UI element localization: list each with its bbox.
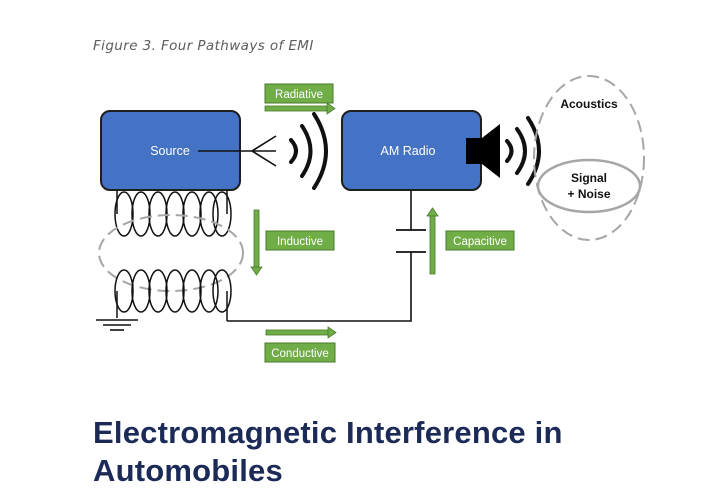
acoustics-label: Acoustics [560, 97, 618, 111]
conductive-label: Conductive [271, 348, 329, 360]
heading-line-2: Automobiles [93, 453, 283, 488]
inductive-arrow [250, 209, 263, 276]
capacitive-arrow [426, 207, 439, 275]
signal-noise-bubble: Signal + Noise [536, 158, 642, 214]
antenna-icon [198, 135, 277, 167]
source-label: Source [150, 144, 190, 158]
conductive-wire [227, 252, 412, 322]
radiative-tag: Radiative [264, 83, 334, 104]
noise-label: + Noise [567, 187, 610, 201]
conductive-arrow [265, 326, 337, 339]
source-box: Source [100, 110, 241, 191]
signal-label: Signal [571, 171, 607, 185]
inductive-label: Inductive [277, 236, 323, 248]
acoustics-bubble: Acoustics [533, 75, 645, 241]
conductive-tag: Conductive [264, 342, 336, 363]
capacitive-tag: Capacitive [445, 230, 515, 251]
emi-pathways-diagram: Source Radiative AM Radio Acous [96, 75, 645, 363]
radiative-arrow [264, 102, 336, 115]
ground-icon [96, 319, 138, 331]
radio-waves-icon [289, 112, 328, 190]
am-radio-box: AM Radio [341, 110, 482, 191]
radiative-label: Radiative [275, 89, 323, 101]
sound-waves-icon [505, 116, 541, 186]
magnetic-coupling-region [98, 214, 244, 292]
section-heading: Electromagnetic Interference in Automobi… [93, 414, 563, 490]
speaker-icon [466, 124, 500, 178]
inductive-tag: Inductive [265, 230, 335, 251]
figure-caption: Figure 3. Four Pathways of EMI [93, 38, 314, 54]
lower-coil-icon [114, 269, 232, 321]
heading-line-1: Electromagnetic Interference in [93, 415, 563, 450]
am-radio-label: AM Radio [381, 144, 436, 158]
capacitor-icon [396, 229, 426, 253]
capacitive-label: Capacitive [453, 236, 507, 248]
upper-coil-icon [114, 190, 232, 237]
